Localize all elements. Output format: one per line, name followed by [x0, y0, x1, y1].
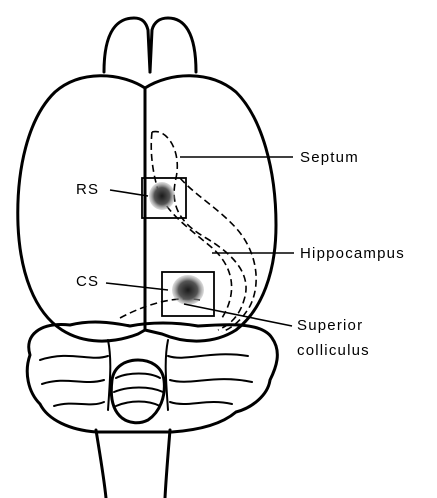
- rs-lesion-site: [142, 178, 186, 218]
- septum-label: Septum: [300, 150, 359, 165]
- superior-colliculus-label-line1: Superior: [297, 318, 363, 333]
- cs-lesion-site: [162, 272, 214, 316]
- olfactory-bulbs: [104, 18, 196, 72]
- spinal-cord: [96, 430, 170, 498]
- hippocampus-label: Hippocampus: [300, 246, 405, 261]
- superior-colliculus-label-line2: colliculus: [297, 343, 370, 358]
- leader-lines: [106, 157, 294, 326]
- cerebral-hemispheres: [18, 76, 276, 341]
- rs-label: RS: [76, 182, 99, 197]
- cerebellum: [27, 322, 277, 432]
- cs-label: CS: [76, 274, 99, 289]
